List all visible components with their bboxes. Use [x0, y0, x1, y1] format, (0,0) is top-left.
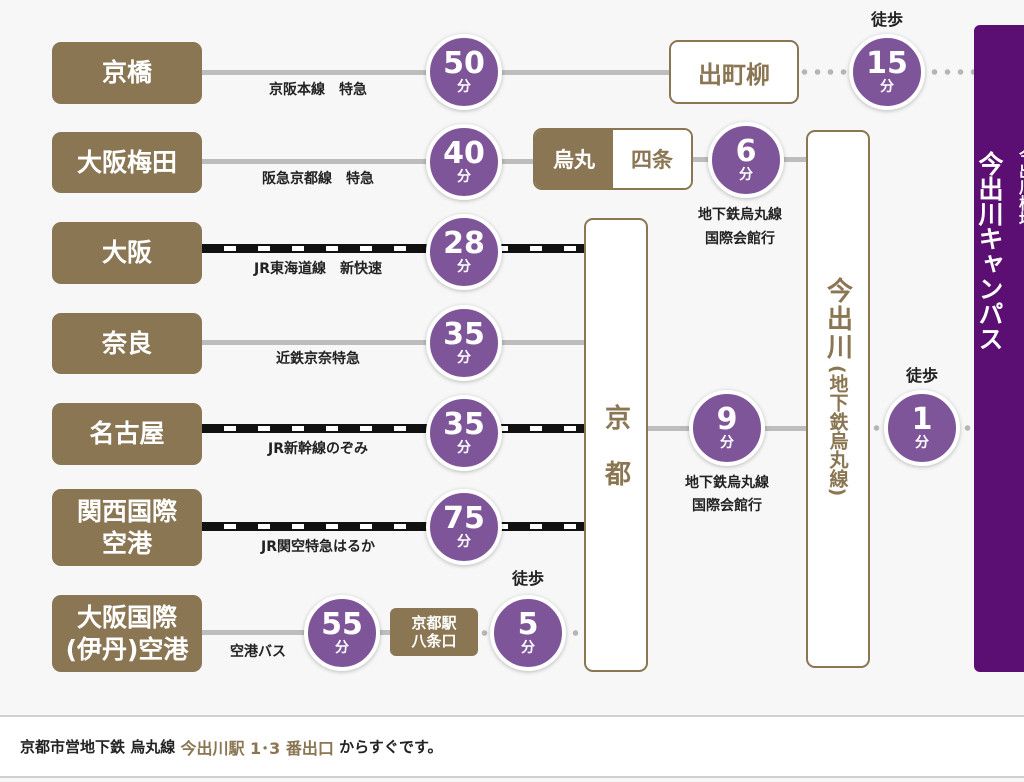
time-unit: 分	[720, 435, 734, 451]
route-label: 地下鉄烏丸線	[685, 475, 769, 491]
route-destination: 国際会館行	[692, 498, 762, 514]
station-label: 京都	[600, 404, 631, 516]
station-label: 京都駅	[411, 614, 457, 632]
time-value: 15	[866, 46, 908, 81]
walk-label: 徒歩	[511, 569, 545, 588]
route-label: JR関空特急はるか	[261, 539, 375, 555]
time-unit: 分	[457, 350, 471, 366]
origin-nara: 奈良	[52, 313, 202, 374]
footer-note: 京都市営地下鉄 烏丸線 今出川駅 1･3 番出口 からすぐです。	[0, 717, 1024, 776]
station-shijo: 四条	[613, 130, 691, 188]
route-label: JR東海道線 新快速	[254, 261, 382, 277]
origin-itami-airport: 大阪国際(伊丹)空港	[52, 595, 202, 672]
origin-label: 名古屋	[89, 419, 165, 449]
time-unit: 分	[521, 640, 535, 656]
line-haruka	[202, 522, 584, 531]
station-label: 出町柳	[698, 60, 770, 89]
station-label: 八条口	[411, 632, 457, 650]
time-unit: 分	[457, 79, 471, 95]
station-kyoto: 京都	[584, 218, 648, 672]
campus-name: 今出川キャンパス	[975, 151, 1004, 351]
station-kyoto-hachijo: 京都駅八条口	[390, 608, 478, 656]
line-shinkansen	[202, 424, 584, 433]
walk-label: 徒歩	[870, 10, 904, 29]
time-unit: 分	[335, 640, 349, 656]
origin-label: 大阪国際	[76, 603, 177, 633]
time-unit: 分	[457, 259, 471, 275]
time-value: 1	[911, 402, 933, 437]
station-demachiyanagi: 出町柳	[669, 40, 799, 104]
route-label: 京阪本線 特急	[269, 82, 367, 98]
time-value: 6	[735, 134, 757, 169]
route-label: 近鉄京奈特急	[276, 351, 360, 367]
footer-divider	[0, 715, 1024, 717]
station-imadegawa: 今出川 (地下鉄烏丸線)	[806, 130, 870, 668]
station-sublabel: (地下鉄烏丸線)	[826, 365, 849, 497]
footer-divider	[0, 776, 1024, 778]
campus-area-label: 今出川校地	[1016, 147, 1024, 227]
route-destination: 国際会館行	[705, 231, 775, 247]
origin-label: (伊丹)空港	[65, 634, 189, 664]
footer-text: からすぐです。	[333, 738, 443, 756]
time-value: 40	[443, 136, 485, 171]
time-unit: 分	[915, 435, 929, 451]
route-label: 空港バス	[230, 644, 286, 660]
origin-kyobashi: 京橋	[52, 42, 202, 104]
origin-label: 関西国際	[76, 497, 177, 527]
origin-label: 大阪	[101, 238, 152, 268]
line-bus	[202, 630, 390, 635]
time-unit: 分	[457, 440, 471, 456]
origin-osaka-umeda: 大阪梅田	[52, 132, 202, 193]
line-jr-tokaido	[202, 244, 584, 253]
origin-label: 京橋	[101, 58, 152, 88]
station-karasuma-shijo: 烏丸 四条	[533, 128, 693, 190]
route-label: 地下鉄烏丸線	[698, 207, 782, 223]
time-value: 9	[716, 402, 738, 437]
origin-label: 大阪梅田	[76, 147, 177, 177]
footer-highlight: 今出川駅 1･3 番出口	[180, 738, 334, 758]
origin-kansai-airport: 関西国際空港	[52, 489, 202, 566]
origin-label: 奈良	[101, 328, 152, 358]
time-unit: 分	[739, 167, 753, 183]
origin-label: 空港	[101, 528, 152, 558]
origin-osaka: 大阪	[52, 222, 202, 284]
station-karasuma: 烏丸	[535, 130, 613, 188]
time-value: 50	[443, 46, 485, 81]
time-value: 75	[443, 501, 485, 536]
line-kintetsu	[202, 340, 584, 345]
time-unit: 分	[880, 79, 894, 95]
time-value: 35	[443, 317, 485, 352]
line-hankyu	[202, 159, 533, 164]
footer-text: 京都市営地下鉄 烏丸線	[20, 738, 181, 756]
walk-label: 徒歩	[905, 366, 939, 385]
time-value: 28	[443, 226, 485, 261]
route-label: 阪急京都線 特急	[262, 171, 374, 187]
time-unit: 分	[457, 169, 471, 185]
time-unit: 分	[457, 534, 471, 550]
time-value: 55	[321, 607, 363, 642]
station-label: 今出川	[822, 277, 853, 361]
origin-nagoya: 名古屋	[52, 403, 202, 465]
route-label: JR新幹線のぞみ	[268, 441, 368, 457]
destination-imadegawa-campus: 今出川校地 今出川キャンパス	[974, 25, 1024, 672]
time-value: 35	[443, 407, 485, 442]
time-value: 5	[517, 607, 539, 642]
